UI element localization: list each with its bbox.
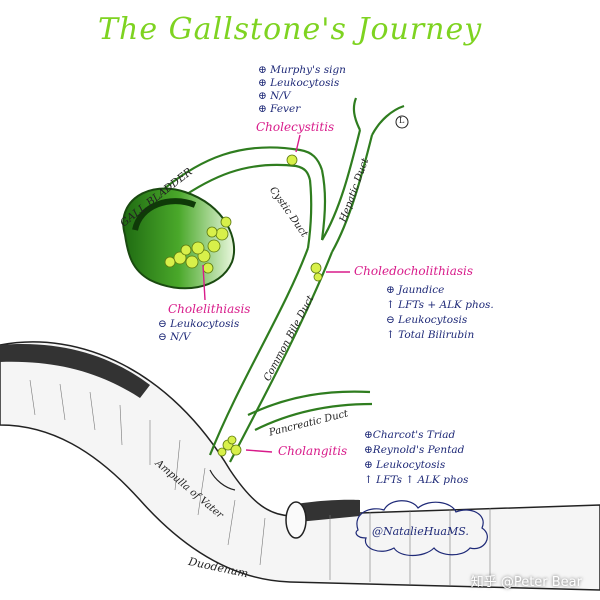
finding-item: ⊕ Leukocytosis: [258, 77, 340, 89]
finding-item: ⊕ Jaundice: [386, 284, 445, 296]
finding-item: ⊕ Fever: [258, 103, 301, 115]
page-title: The Gallstone's Journey: [98, 12, 483, 47]
duodenum-shape: [0, 341, 600, 591]
cholelithiasis-findings: ⊖ Leukocytosis ⊖ N/V: [158, 318, 239, 344]
gallstone-cystic-duct: [286, 154, 298, 166]
finding-item: ⊕Reynold's Pentad: [364, 444, 465, 456]
gallstones-in-gallbladder: [164, 216, 232, 274]
finding-item: ⊕Charcot's Triad: [364, 429, 456, 441]
finding-item: ⊖ Leukocytosis: [158, 318, 240, 330]
cholelithiasis-label: Cholelithiasis: [168, 302, 251, 316]
finding-item: ⊕ N/V: [258, 90, 291, 102]
cholecystitis-label: Cholecystitis: [256, 120, 335, 134]
finding-item: ↑ LFTs ↑ ALK phos: [364, 474, 469, 486]
finding-item: ⊕ Murphy's sign: [258, 64, 346, 76]
signature: @NatalieHuaMS.: [372, 525, 469, 538]
cholangitis-findings: ⊕Charcot's Triad ⊕Reynold's Pentad ⊕ Leu…: [364, 428, 468, 488]
watermark: 知乎 @Peter Bear: [470, 575, 582, 590]
finding-item: ⊕ Leukocytosis: [364, 459, 446, 471]
finding-item: ⊖ Leukocytosis: [386, 314, 468, 326]
finding-item: ↑ LFTs + ALK phos.: [386, 299, 494, 311]
choledocholithiasis-findings: ⊕ Jaundice ↑ LFTs + ALK phos. ⊖ Leukocyt…: [386, 283, 494, 343]
liver-mark-circle: [395, 115, 409, 129]
finding-item: ⊖ N/V: [158, 331, 191, 343]
gallstones-ampulla: [217, 435, 242, 457]
gallstone-common-bile-duct: [310, 262, 323, 282]
choledocholithiasis-label: Choledocholithiasis: [354, 264, 474, 278]
cholangitis-label: Cholangitis: [278, 444, 348, 458]
signature-cloud: [355, 500, 488, 557]
liver-mark: L: [399, 116, 405, 125]
finding-item: ↑ Total Bilirubin: [386, 329, 475, 341]
cholecystitis-findings: ⊕ Murphy's sign ⊕ Leukocytosis ⊕ N/V ⊕ F…: [258, 64, 346, 116]
pointer-arrows: [202, 134, 350, 453]
